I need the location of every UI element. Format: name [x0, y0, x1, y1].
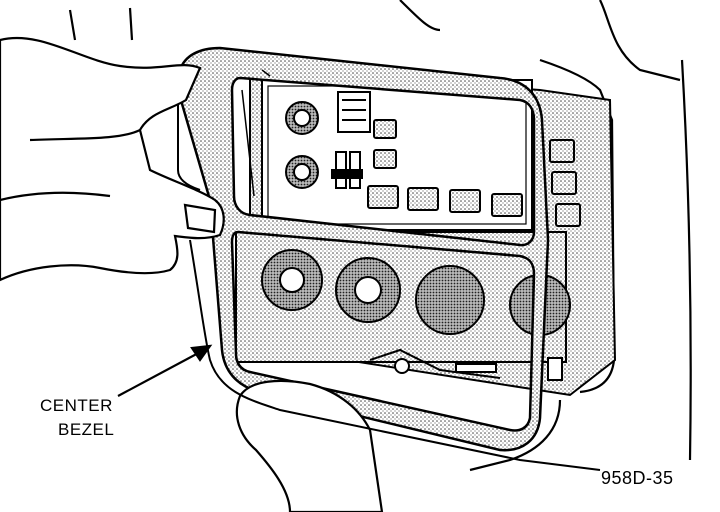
right-hand-icon [235, 379, 384, 512]
callout-label-line2: BEZEL [58, 420, 115, 439]
hands [0, 36, 384, 512]
left-hand-icon [0, 36, 225, 282]
vent-right-icon [415, 265, 485, 335]
radio-controls [285, 91, 581, 227]
console-edge [189, 239, 601, 471]
callout-arrow [117, 344, 213, 397]
callout-label-line1: CENTER [40, 396, 113, 415]
figure-id: 958D-35 [601, 468, 674, 488]
center-bezel [176, 46, 550, 452]
